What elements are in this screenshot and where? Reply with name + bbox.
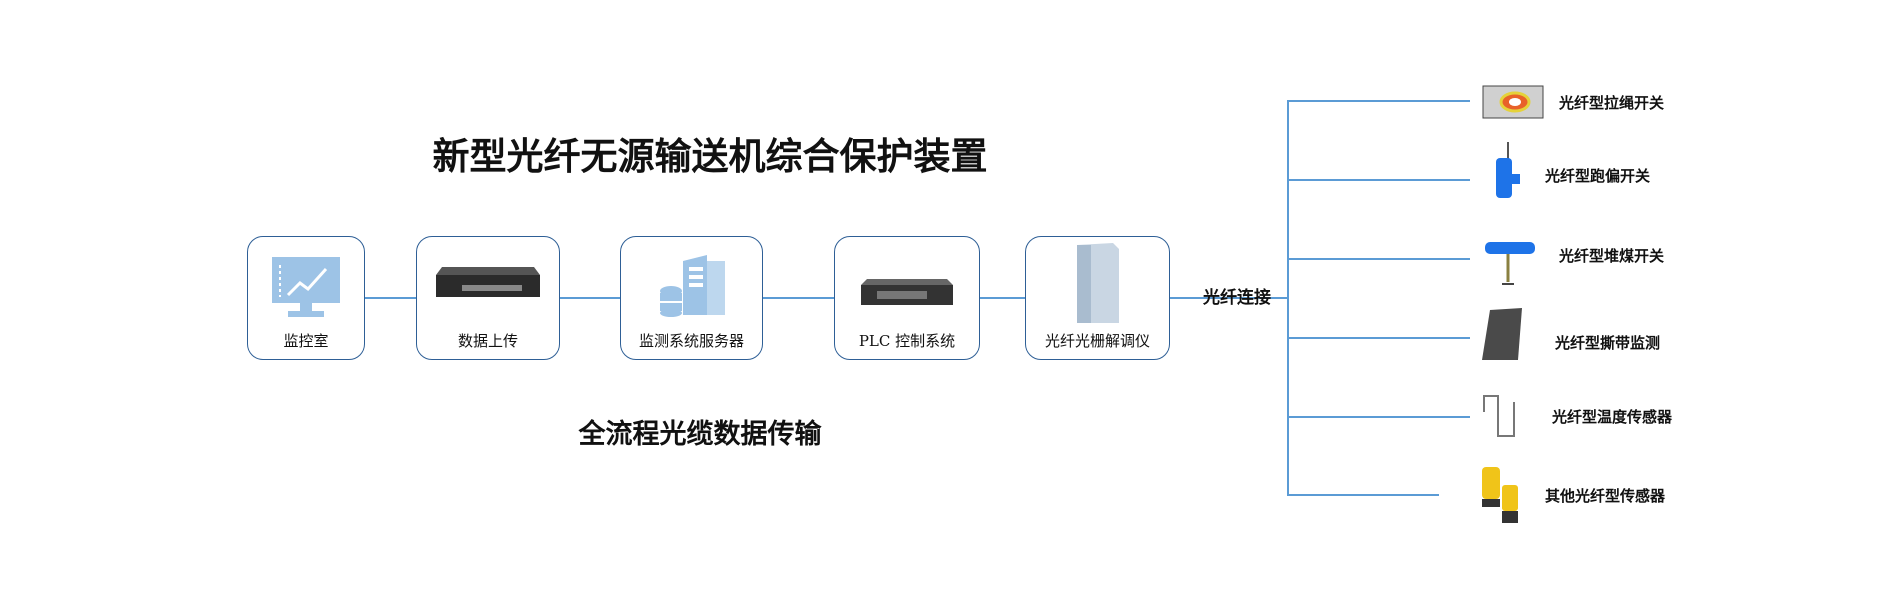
- chain-connector-line: [300, 297, 1287, 299]
- network-switch-icon: [436, 267, 540, 297]
- fiber-connection-label: 光纤连接: [1203, 288, 1271, 308]
- node-label: 光纤光栅解调仪: [1044, 332, 1150, 350]
- yellow-sensor-icon: [1482, 467, 1518, 523]
- node-label: 监控室: [283, 332, 329, 350]
- branch-trunk-line: [1287, 100, 1289, 495]
- node-label: 监测系统服务器: [638, 332, 744, 350]
- node-label: PLC 控制系统: [858, 332, 956, 350]
- tear-monitor-panel-icon: [1482, 308, 1522, 360]
- temperature-probe-icon: [1483, 395, 1515, 437]
- sensor-label: 光纤型跑偏开关: [1545, 167, 1651, 185]
- node-plc-control: PLC 控制系统: [834, 236, 980, 360]
- sensor-label: 光纤型温度传感器: [1552, 408, 1673, 426]
- branch-line: [1287, 416, 1470, 418]
- branch-line: [1287, 179, 1470, 181]
- branch-line: [1287, 494, 1439, 496]
- sensor-label: 其他光纤型传感器: [1545, 487, 1666, 505]
- branch-line: [1287, 337, 1470, 339]
- pull-cord-switch-icon: [1482, 85, 1544, 119]
- node-fbg-interrogator: 光纤光栅解调仪: [1025, 236, 1170, 360]
- branch-line: [1287, 100, 1470, 102]
- branch-line: [1287, 258, 1470, 260]
- tower-server-icon: [1076, 243, 1119, 323]
- sensor-label: 光纤型堆煤开关: [1559, 247, 1665, 265]
- coal-pile-switch-icon: [1485, 242, 1535, 285]
- node-data-upload: 数据上传: [416, 236, 560, 360]
- plc-device-icon: [861, 279, 953, 305]
- sensor-label: 光纤型拉绳开关: [1559, 94, 1665, 112]
- sensor-label: 光纤型撕带监测: [1555, 334, 1661, 352]
- server-database-icon: [659, 255, 725, 317]
- deviation-switch-icon: [1496, 142, 1520, 198]
- diagram-title: 新型光纤无源输送机综合保护装置: [432, 135, 988, 178]
- node-label: 数据上传: [457, 332, 518, 350]
- node-monitoring-room: 监控室: [247, 236, 365, 360]
- monitor-chart-icon: [272, 257, 340, 317]
- diagram-subtitle: 全流程光缆数据传输: [578, 419, 822, 450]
- node-monitoring-server: 监测系统服务器: [620, 236, 763, 360]
